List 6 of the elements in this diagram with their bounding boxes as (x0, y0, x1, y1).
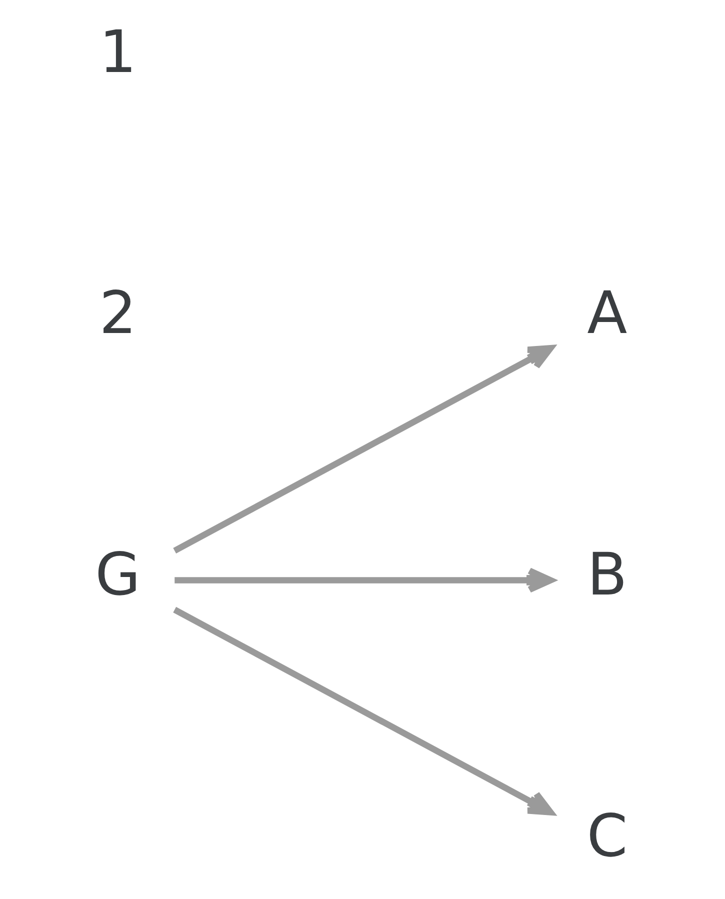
label: 2 (99, 279, 136, 348)
label: 1 (99, 18, 136, 86)
node-text: C (586, 802, 628, 870)
node-text: B (587, 540, 628, 609)
node-text: G (95, 540, 141, 609)
node-text: A (587, 279, 628, 348)
